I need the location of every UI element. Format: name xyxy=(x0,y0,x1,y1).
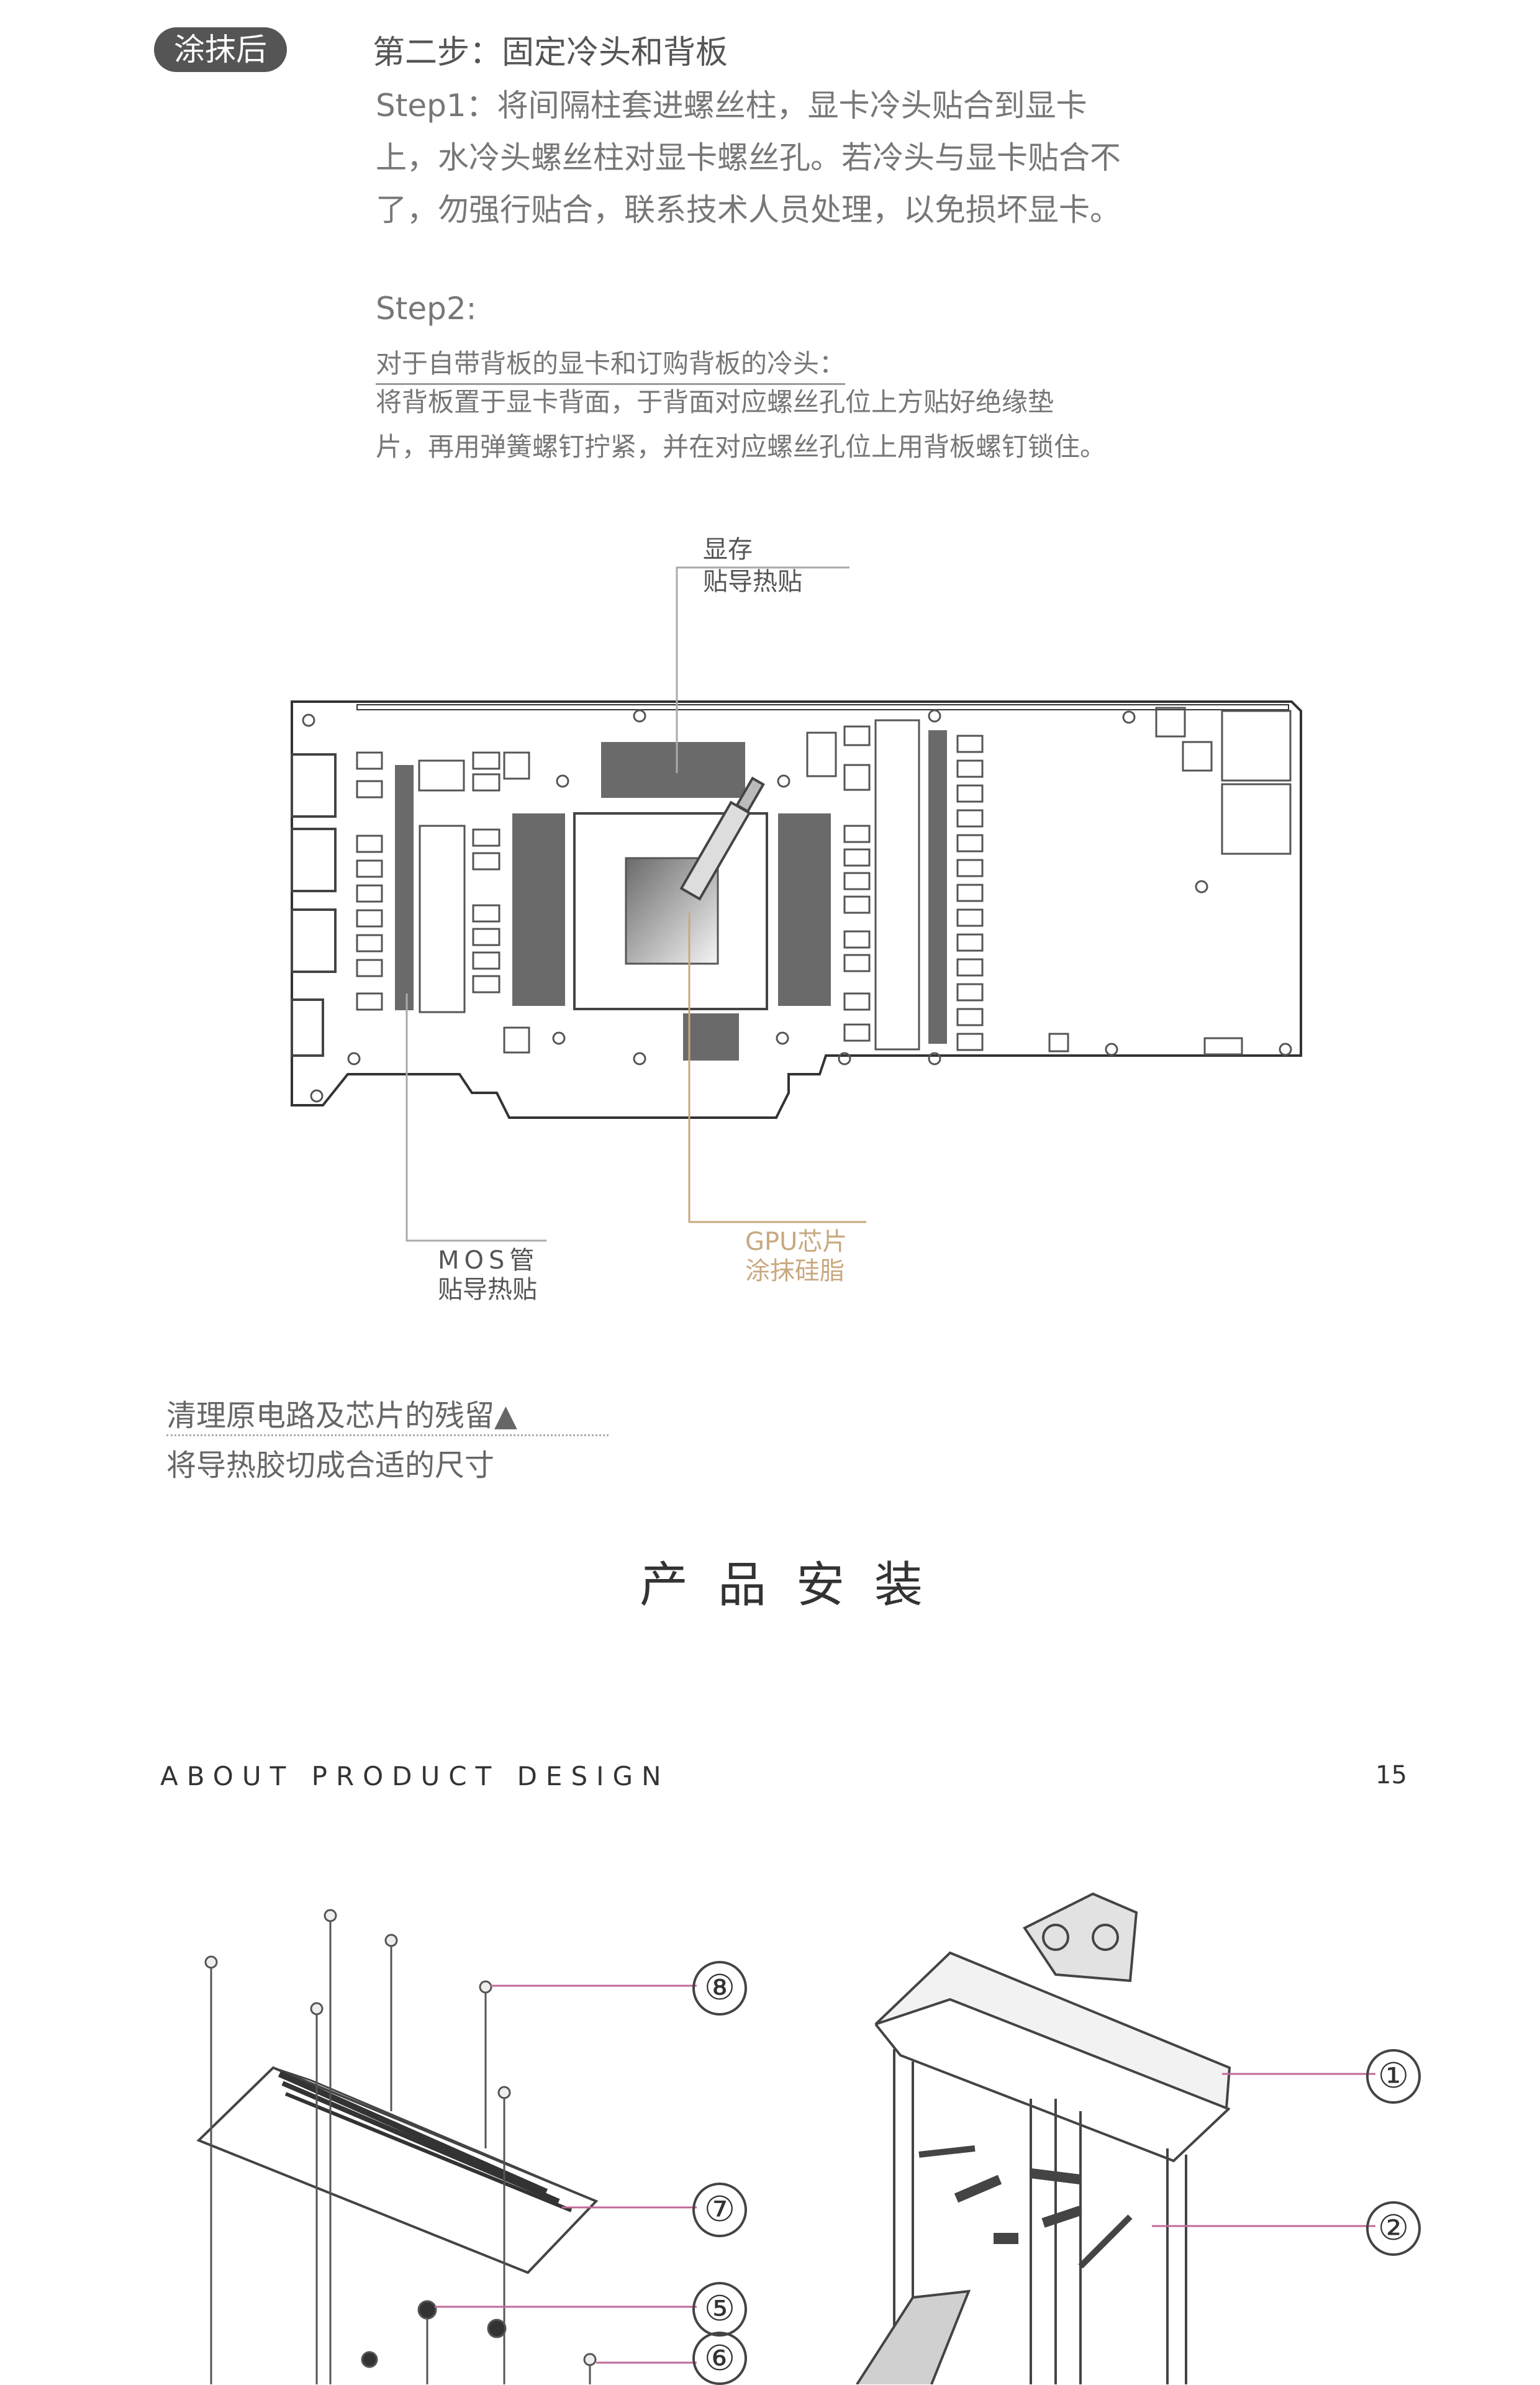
about-label: ABOUT PRODUCT DESIGN xyxy=(160,1761,670,1791)
clean-note: 清理原电路及芯片的残留▲ xyxy=(166,1398,517,1433)
step1-line-1: Step1：将间隔柱套进螺丝柱，显卡冷头贴合到显卡 xyxy=(376,88,1087,124)
page-number: 15 xyxy=(1375,1761,1407,1790)
memory-label: 显存 xyxy=(703,535,753,564)
memory-chips xyxy=(512,742,831,1061)
dotted-divider xyxy=(166,1434,609,1436)
callout-leaders xyxy=(435,1984,1375,2364)
backplate-drawing xyxy=(196,2066,599,2274)
io-connectors xyxy=(291,753,337,1057)
graphics-card-pcb xyxy=(291,700,1302,1119)
callout-6: ⑥ xyxy=(692,2332,747,2385)
step2-line-2: 片，再用弹簧螺钉拧紧，并在对应螺丝孔位上用背板螺钉锁住。 xyxy=(376,432,1107,462)
callout-7: ⑦ xyxy=(692,2183,747,2237)
step-heading: 第二步：固定冷头和背板 xyxy=(373,34,728,71)
section-title: 产品安装 xyxy=(640,1557,953,1613)
step2-title: Step2: xyxy=(376,291,477,327)
mos-label-sub: 贴导热贴 xyxy=(438,1275,537,1304)
gpu-chip xyxy=(573,812,768,1010)
mos-strips xyxy=(395,730,947,1044)
callout-5: ⑤ xyxy=(692,2282,747,2337)
gpu-label-leader xyxy=(688,913,866,1223)
waterblock-drawing xyxy=(856,1892,1231,2384)
cut-note: 将导热胶切成合适的尺寸 xyxy=(166,1448,495,1483)
step2-subtitle: 对于自带背板的显卡和订购背板的冷头： xyxy=(376,343,846,385)
callout-1: ① xyxy=(1366,2049,1421,2104)
screws xyxy=(204,1909,597,2384)
step1-line-2: 上，水冷头螺丝柱对显卡螺丝孔。若冷头与显卡贴合不 xyxy=(376,140,1121,176)
memory-label-sub: 贴导热贴 xyxy=(703,568,802,596)
status-badge: 涂抹后 xyxy=(154,27,287,72)
step1-line-3: 了，勿强行贴合，联系技术人员处理，以免损坏显卡。 xyxy=(376,192,1121,228)
mounting-holes xyxy=(302,709,1292,1103)
step2-line-1: 将背板置于显卡背面，于背面对应螺丝孔位上方贴好绝缘垫 xyxy=(376,387,1054,417)
thermal-paste-syringe xyxy=(679,776,765,901)
label-leaders xyxy=(405,566,849,1242)
callout-2: ② xyxy=(1366,2201,1421,2256)
gpu-label: GPU芯片 xyxy=(745,1228,848,1256)
mos-label: MOS管 xyxy=(438,1246,540,1275)
gpu-label-sub: 涂抹硅脂 xyxy=(745,1257,845,1285)
callout-8: ⑧ xyxy=(692,1961,747,2016)
small-components xyxy=(356,707,1292,1056)
